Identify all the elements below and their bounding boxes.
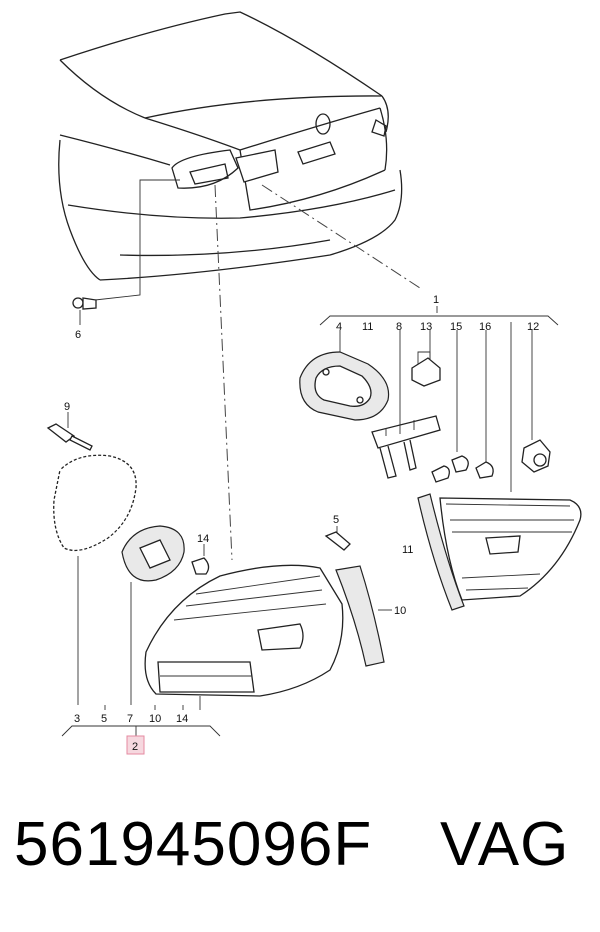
gasket-part-7: [121, 525, 185, 705]
callout-16: 16: [479, 321, 491, 333]
screw-part-5: [324, 526, 351, 551]
callout-11-seal: 11: [402, 544, 413, 556]
outer-tail-lamp: [144, 564, 392, 697]
brand-text: VAG: [440, 810, 570, 879]
inner-tail-lamp: [417, 493, 582, 611]
connector-part-12: [521, 439, 551, 473]
exploded-parts-diagram: 1 4 11 8 13 15 16 12 6 9 5 14 11 10 3 5 …: [46, 11, 582, 755]
bulbs-15-16: [431, 455, 494, 483]
callout-12: 12: [527, 321, 539, 333]
seal-part-3: [52, 453, 138, 705]
callout-10-seal: 10: [394, 605, 406, 617]
highlighted-group-box: [126, 735, 145, 755]
callout-10: 10: [149, 713, 161, 725]
bulb-part-14: [191, 544, 210, 575]
gasket-part-4: [299, 351, 390, 421]
callout-14-bulb: 14: [197, 533, 209, 545]
callout-1: 1: [433, 294, 439, 306]
callout-5: 5: [101, 713, 107, 725]
callout-15: 15: [450, 321, 462, 333]
callout-8: 8: [396, 321, 402, 333]
callout-2: 2: [132, 741, 138, 753]
bracket-group-2: [61, 696, 221, 755]
callout-5-screw: 5: [333, 514, 339, 526]
callout-4: 4: [336, 321, 342, 333]
callout-13: 13: [420, 321, 432, 333]
connector-part-13: [411, 351, 441, 387]
callout-3: 3: [74, 713, 80, 725]
callout-14: 14: [176, 713, 188, 725]
car-rear-body: [58, 11, 403, 281]
bulb-holder-part-9: [46, 412, 93, 451]
clip-part-6: [72, 297, 97, 325]
callout-7: 7: [127, 713, 133, 725]
callout-6: 6: [75, 329, 81, 341]
bulb-holder-part-8: [371, 415, 441, 479]
callout-9: 9: [64, 401, 70, 413]
callout-11-top: 11: [362, 321, 373, 333]
part-number-text: 561945096F: [14, 810, 373, 879]
